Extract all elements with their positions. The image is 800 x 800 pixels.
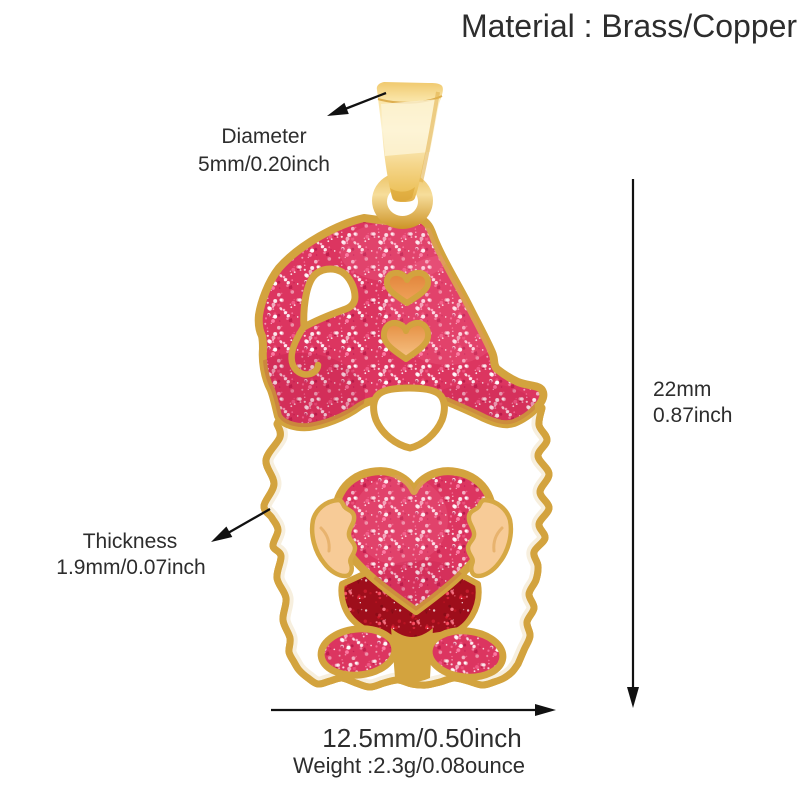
svg-text:Material : Brass/Copper: Material : Brass/Copper xyxy=(461,8,797,44)
svg-text:12.5mm/0.50inch: 12.5mm/0.50inch xyxy=(322,723,521,753)
svg-text:22mm: 22mm xyxy=(653,378,711,401)
svg-text:0.87inch: 0.87inch xyxy=(653,404,732,427)
svg-text:5mm/0.20inch: 5mm/0.20inch xyxy=(198,153,330,176)
svg-text:1.9mm/0.07inch: 1.9mm/0.07inch xyxy=(56,556,205,579)
svg-text:Diameter: Diameter xyxy=(221,125,306,148)
svg-text:Thickness: Thickness xyxy=(83,530,178,553)
svg-text:Weight :2.3g/0.08ounce: Weight :2.3g/0.08ounce xyxy=(293,753,525,778)
